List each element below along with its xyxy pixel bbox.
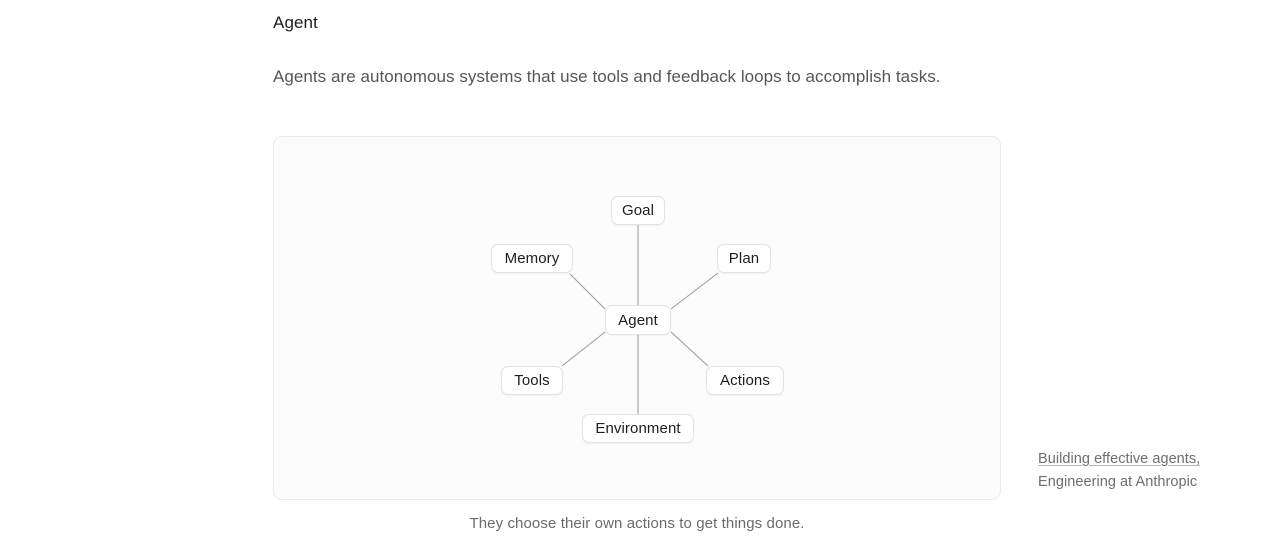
diagram-node-plan[interactable]: Plan (717, 244, 771, 273)
edge-agent-memory (569, 273, 606, 310)
diagram-canvas: Goal Memory Plan Agent Tools Actions Env… (274, 137, 1000, 499)
citation-link[interactable]: Building effective agents, (1038, 451, 1201, 467)
diagram-node-goal[interactable]: Goal (611, 196, 665, 225)
edge-agent-actions (670, 331, 709, 367)
diagram-node-tools[interactable]: Tools (501, 366, 563, 395)
diagram-caption: They choose their own actions to get thi… (469, 515, 805, 532)
diagram-node-memory[interactable]: Memory (491, 244, 573, 273)
edge-agent-plan (670, 272, 719, 310)
diagram-node-agent[interactable]: Agent (605, 305, 671, 335)
diagram-node-environment[interactable]: Environment (582, 414, 694, 443)
citation-source: Engineering at Anthropic (1038, 474, 1198, 490)
diagram-node-actions[interactable]: Actions (706, 366, 784, 395)
intro-paragraph: Agents are autonomous systems that use t… (273, 67, 941, 86)
diagram-frame: Goal Memory Plan Agent Tools Actions Env… (273, 136, 1001, 500)
page-title: Agent (273, 13, 318, 32)
article-column: Agent Agents are autonomous systems that… (273, 0, 1002, 90)
edge-agent-tools (561, 331, 606, 367)
diagram-edges (561, 225, 719, 414)
citation-block: Building effective agents, Engineering a… (1038, 448, 1268, 494)
